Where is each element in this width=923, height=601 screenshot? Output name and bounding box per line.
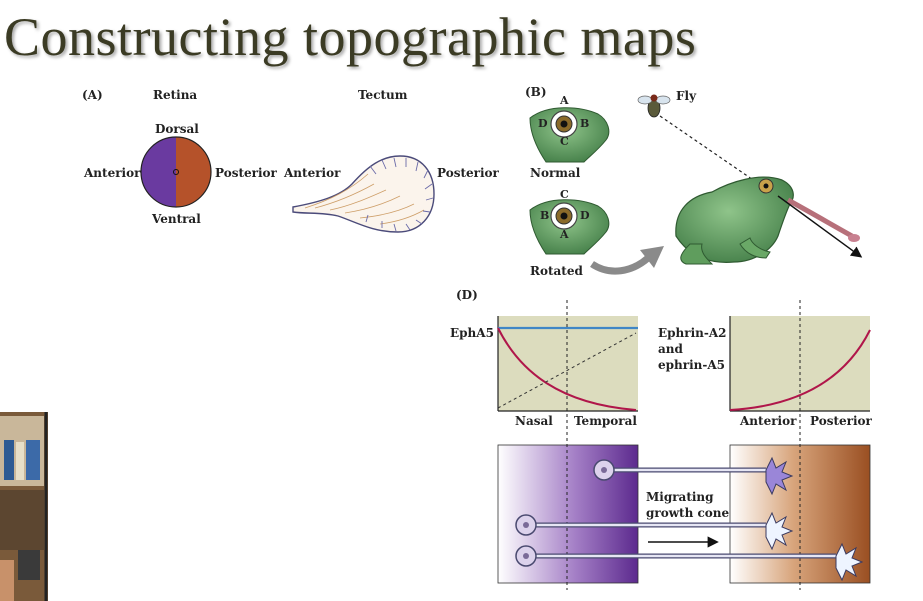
frog-tongue	[786, 197, 860, 242]
retina-disc	[140, 136, 212, 208]
frog-body	[675, 176, 794, 265]
ephrin-label-line3: ephrin-A5	[658, 358, 725, 372]
axon-2	[515, 511, 794, 551]
growth-cone-label-line1: Migrating	[646, 490, 714, 504]
rotated-eye-top-letter: C	[560, 188, 569, 201]
rotated-eye-bottom-letter: A	[560, 228, 569, 241]
panel-a-tag: (A)	[82, 88, 103, 102]
axon-1	[593, 456, 794, 496]
retina-heading: Retina	[153, 88, 198, 102]
panel-b-tag: (B)	[525, 85, 547, 99]
frog-sightline	[659, 115, 763, 187]
retina-anterior-label: Anterior	[84, 166, 141, 180]
retina-ventral-label: Ventral	[152, 212, 201, 226]
ephrin-label-line2: and	[658, 342, 683, 356]
slide-title: Constructing topographic maps	[4, 7, 697, 67]
epha5-rising-dashed	[497, 332, 637, 409]
rotated-eye-left-letter: B	[540, 209, 550, 222]
epha5-label: EphA5	[450, 326, 494, 340]
panel-d-tag: (D)	[456, 288, 478, 302]
growth-cone-label-line2: growth cone	[646, 506, 730, 520]
tectum-drawing	[292, 155, 435, 233]
normal-eye-top-letter: A	[560, 94, 569, 107]
epha5-plot	[497, 316, 638, 412]
fly-label: Fly	[676, 89, 697, 103]
retina-dorsal-label: Dorsal	[155, 122, 199, 136]
rotation-arrowhead	[640, 246, 664, 268]
ephrin-rising-curve	[729, 329, 871, 411]
axis-nasal-label: Nasal	[515, 414, 553, 428]
retina-posterior-label: Posterior	[215, 166, 277, 180]
tectum-posterior-label: Posterior	[437, 166, 499, 180]
fly-icon	[637, 94, 671, 118]
axis-anterior-label: Anterior	[740, 414, 797, 428]
axis-temporal-label: Temporal	[574, 414, 637, 428]
rotated-label: Rotated	[530, 264, 583, 278]
epha5-decay-curve	[497, 327, 637, 411]
normal-label: Normal	[530, 166, 581, 180]
rotated-eye-right-letter: D	[580, 209, 590, 222]
tongue-direction-arrow	[777, 195, 863, 258]
normal-eye-left-letter: D	[538, 117, 548, 130]
tectum-heading: Tectum	[358, 88, 408, 102]
tectum-anterior-label: Anterior	[284, 166, 341, 180]
normal-eye-right-letter: B	[580, 117, 590, 130]
normal-eye-bottom-letter: C	[560, 135, 569, 148]
axis-posterior-label: Posterior	[810, 414, 872, 428]
frog-head-normal	[529, 107, 610, 163]
axon-3	[515, 542, 864, 582]
ephrin-label-line1: Ephrin-A2	[658, 326, 727, 340]
frog-head-rotated	[529, 199, 610, 255]
presenter-video-thumbnail	[0, 412, 48, 601]
rotation-arrow	[590, 255, 651, 275]
